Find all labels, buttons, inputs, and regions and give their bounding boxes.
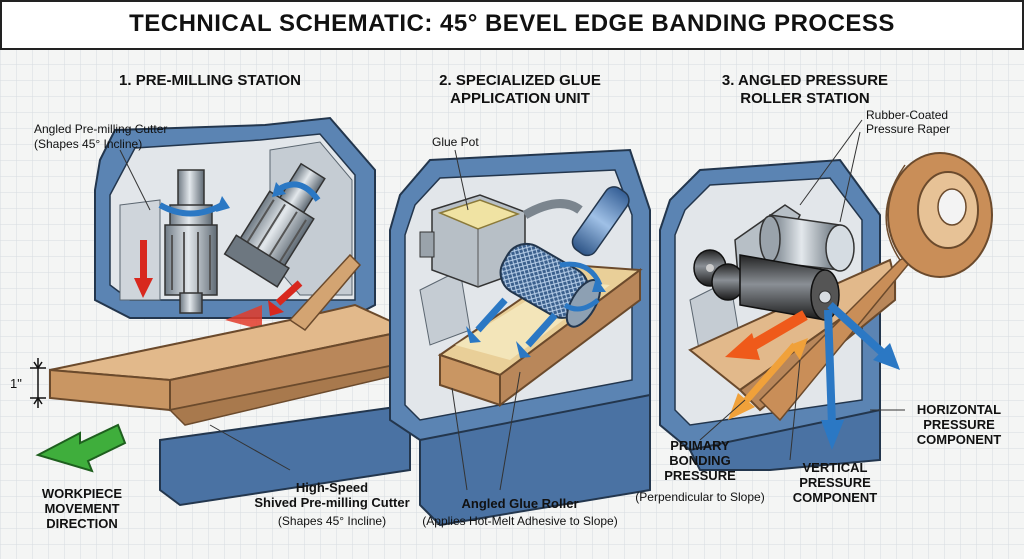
glue-roller-sublabel: (Applies Hot-Melt Adhesive to Slope) [422, 514, 618, 528]
station-2-heading: 2. SPECIALIZED GLUE APPLICATION UNIT [439, 72, 601, 107]
station-1-heading: 1. PRE-MILLING STATION [119, 72, 301, 89]
primary-bonding-arrow [725, 333, 760, 360]
station-3-heading: 3. ANGLED PRESSURE ROLLER STATION [721, 72, 889, 107]
primary-bonding-sublabel: (Perpendicular to Slope) [635, 490, 765, 504]
dimension-label: 1" [10, 376, 22, 391]
vertical-spindle-cutter [164, 169, 218, 314]
rubber-roller-label: Rubber-Coated Pressure Raper [866, 108, 951, 136]
cutter-sublabel: (Shapes 45° Incline) [34, 137, 143, 151]
rubber-coated-pressure-roller [759, 214, 855, 272]
station-1-pre-milling [30, 116, 414, 507]
horizontal-pressure-label: HORIZONTAL PRESSURE COMPONENT [916, 402, 1002, 447]
vertical-pressure-label: VERTICAL PRESSURE COMPONENT [792, 460, 878, 505]
glue-roller-shaft [571, 186, 630, 257]
glue-roller-label: Angled Glue Roller [461, 496, 579, 511]
title-bar [0, 0, 1024, 50]
glue-pot-label: Glue Pot [432, 135, 479, 149]
workpiece-direction-label: WORKPIECE MOVEMENT DIRECTION [41, 486, 123, 531]
primary-bonding-label: PRIMARY BONDING PRESSURE [664, 438, 736, 483]
workpiece-direction-arrow [35, 423, 127, 473]
vertical-pressure-arrow [821, 420, 844, 450]
horizontal-pressure-arrow [873, 343, 900, 370]
cutter-label: Angled Pre-milling Cutter [34, 122, 168, 136]
feed-arrow-red [140, 240, 147, 280]
angled-pre-milling-cutter [223, 162, 326, 288]
high-speed-cutter-label: High-Speed Shived Pre-milling Cutter [254, 480, 410, 510]
high-speed-cutter-sublabel: (Shapes 45° Incline) [277, 514, 387, 528]
station-3-pressure-roller [659, 119, 993, 471]
station-2-glue-unit [389, 148, 651, 527]
page-title: TECHNICAL SCHEMATIC: 45° BEVEL EDGE BAND… [129, 10, 895, 37]
